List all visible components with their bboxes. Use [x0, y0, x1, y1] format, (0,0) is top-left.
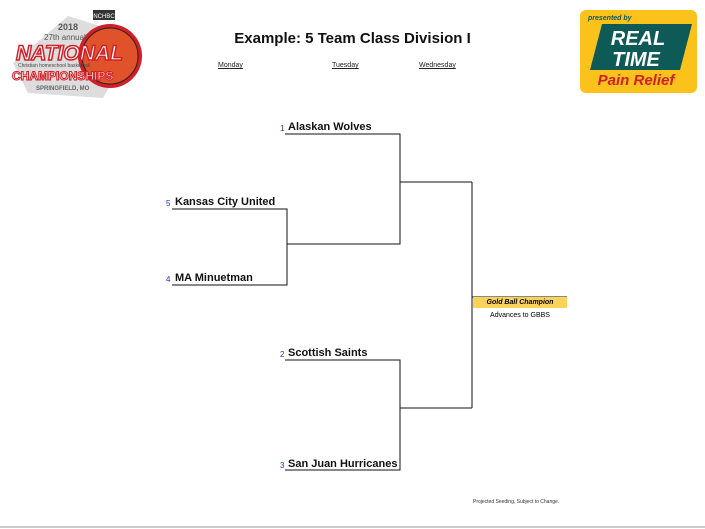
svg-text:CHAMPIONSHIPS: CHAMPIONSHIPS	[12, 69, 113, 83]
nationals-logo: NCHBC 2018 27th annual NATIONAL Christia…	[8, 8, 143, 103]
svg-text:27th annual: 27th annual	[44, 33, 86, 42]
seed-4: 4	[166, 275, 171, 284]
team-kansas-city-united: Kansas City United	[175, 196, 276, 208]
team-alaskan-wolves: Alaskan Wolves	[288, 121, 372, 133]
seed-5: 5	[166, 199, 171, 208]
team-ma-minuetman: MA Minuetman	[175, 272, 253, 284]
sponsor-logo: presented by REAL TIME Pain Relief	[580, 10, 697, 93]
svg-text:REAL: REAL	[611, 28, 665, 50]
svg-text:NATIONAL: NATIONAL	[16, 42, 123, 65]
day-monday: Monday	[218, 62, 243, 69]
svg-text:presented by: presented by	[587, 15, 633, 22]
seed-3: 3	[280, 461, 285, 470]
svg-text:2018: 2018	[58, 22, 78, 32]
svg-text:SPRINGFIELD, MO: SPRINGFIELD, MO	[36, 86, 90, 92]
svg-text:Pain Relief: Pain Relief	[598, 72, 677, 89]
day-tuesday: Tuesday	[332, 62, 359, 69]
svg-text:Christian homeschool basketbal: Christian homeschool basketball	[18, 63, 90, 69]
seed-2: 2	[280, 350, 285, 359]
day-wednesday: Wednesday	[419, 62, 456, 69]
svg-text:TIME: TIME	[612, 49, 660, 71]
seed-1: 1	[280, 124, 285, 133]
team-san-juan-hurricanes: San Juan Hurricanes	[288, 458, 398, 470]
footer-note: Projected Seeding, Subject to Change.	[473, 499, 560, 505]
svg-text:NCHBC: NCHBC	[93, 14, 115, 20]
champion-note: Advances to GBBS	[490, 312, 550, 319]
team-scottish-saints: Scottish Saints	[288, 347, 368, 359]
page-title: Example: 5 Team Class Division I	[234, 30, 471, 47]
champion-label: Gold Ball Champion	[473, 297, 567, 308]
